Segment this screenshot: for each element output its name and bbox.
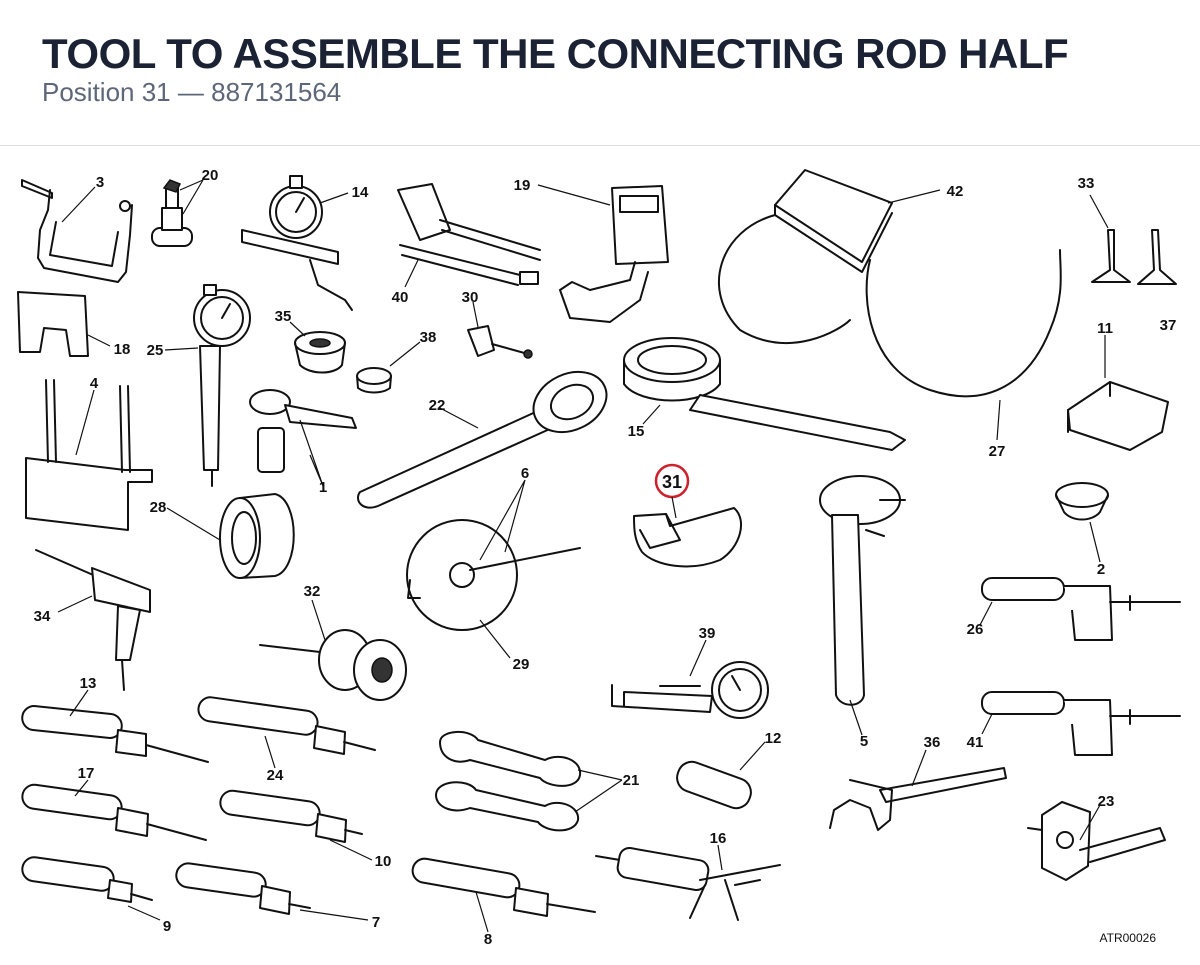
callout-20: 20 [202,167,219,184]
callout-26: 26 [967,621,984,638]
page-header: TOOL TO ASSEMBLE THE CONNECTING ROD HALF… [0,0,1200,145]
callout-9: 9 [163,918,171,935]
tool-18-plate: 18 [17,291,131,358]
tool-36-angled-spanner: 36 [829,734,1007,831]
callout-39: 39 [699,625,716,642]
tool-28-ring: 28 [150,493,295,579]
tool-1-spanner-socket: 1 [249,389,357,496]
callout-14: 14 [352,184,369,201]
tool-40-rod-set: 40 [392,183,541,306]
tool-14-dial-gauge-bar: 14 [241,175,369,311]
tool-13-drift: 13 [21,675,209,763]
tool-15-bearing-ring: 15 [623,337,906,451]
tool-21-spanner-plates: 21 [435,731,640,832]
page-title: TOOL TO ASSEMBLE THE CONNECTING ROD HALF [42,30,1069,77]
callout-21: 21 [623,772,640,789]
position-label: Position 31 [42,77,171,107]
callout-11: 11 [1097,320,1113,337]
tool-30-fitting: 30 [462,289,533,359]
tool-3-handle: 3 [21,174,133,283]
tool-8-drift: 8 [411,857,596,948]
tool-2-socket: 2 [1055,482,1109,578]
callout-15: 15 [628,423,645,440]
tool-31-connecting-rod-tool: 31 [633,463,743,568]
callout-1: 1 [319,479,327,496]
callout-35: 35 [275,308,292,325]
callout-18: 18 [114,341,131,358]
callout-5: 5 [860,733,868,750]
callout-29: 29 [513,656,530,673]
callout-13: 13 [80,675,97,692]
callout-2: 2 [1097,561,1105,578]
tool-32-geared-driver: 32 [259,583,407,701]
callout-3: 3 [96,174,104,191]
callout-10: 10 [375,853,392,870]
callout-41: 41 [967,734,984,751]
callout-17: 17 [78,765,95,782]
callout-12: 12 [765,730,782,747]
callout-37: 37 [1160,317,1177,334]
callout-19: 19 [514,177,531,194]
callout-38: 38 [420,329,437,346]
tool-35-cup: 35 [275,308,346,374]
page-subtitle: Position 31 — 887131564 [42,77,341,108]
tool-12-knurled-grip: 12 [676,730,782,810]
callout-23: 23 [1098,793,1115,810]
tool-6-29-degree-wheel: 6 29 [406,465,581,673]
reference-code: ATR00026 [1100,931,1157,945]
tool-10-drift: 10 [219,789,392,870]
callout-28: 28 [150,499,167,516]
tool-19-tester: 19 [514,177,669,323]
tool-42-control-box: 42 [717,169,1062,398]
tool-22-spanner: 22 [357,370,608,509]
tool-23-flange-tool: 23 [1027,793,1166,881]
tool-41-puller: 41 [967,691,1181,756]
tool-25-bore-gauge: 25 [147,284,251,487]
tool-26-puller: 26 [967,577,1181,641]
callout-27: 27 [989,443,1006,460]
header-divider [0,145,1200,146]
part-number: 887131564 [211,77,342,107]
callout-31: 31 [662,472,682,492]
callout-30: 30 [462,289,479,306]
callout-8: 8 [484,931,492,948]
tool-4-fixture: 4 [25,375,153,531]
tool-16-valve-tool: 16 [595,830,781,921]
subtitle-separator: — [177,77,204,107]
callout-34: 34 [34,608,51,625]
callout-16: 16 [710,830,727,847]
callout-42: 42 [947,183,964,200]
tool-39-gauge-calliper: 39 [611,625,769,719]
tool-9-drift: 9 [21,856,171,935]
tool-17-drift: 17 [21,765,207,841]
callout-36: 36 [924,734,941,751]
tool-24-drift: 24 [197,696,376,784]
tool-34-pneumatic-driver: 34 [34,549,151,691]
callout-33: 33 [1078,175,1095,192]
callout-27-leader [996,399,1001,441]
tool-7-drift: 7 [175,862,380,931]
tool-11-clamp-block: 11 [1067,320,1169,451]
callout-25: 25 [147,342,164,359]
tool-5-pin-spanner: 5 [819,475,906,750]
callout-32: 32 [304,583,321,600]
tool-33-37-valves: 33 37 [1078,175,1177,334]
tool-38-ring-nut: 38 [356,329,437,394]
callout-4: 4 [90,375,99,392]
callout-40: 40 [392,289,409,306]
callout-7: 7 [372,914,380,931]
callout-6: 6 [521,465,529,482]
callout-22: 22 [429,397,446,414]
tool-20-pin-adapter: 20 [151,167,219,247]
callout-24: 24 [267,767,284,784]
